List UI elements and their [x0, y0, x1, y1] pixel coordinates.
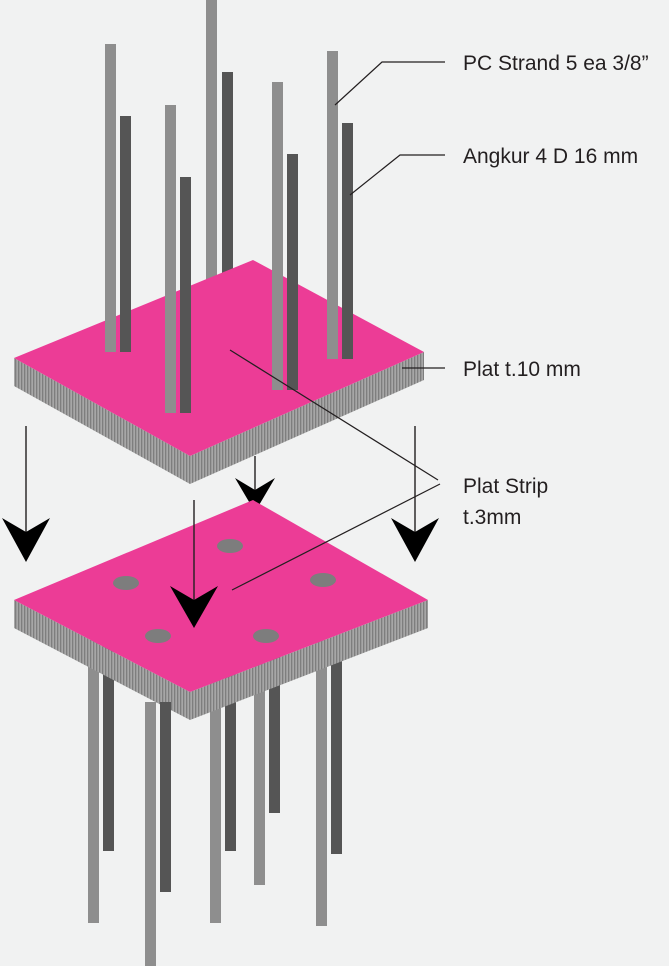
pc-strand-rod	[88, 640, 99, 923]
pc-strand-leader	[334, 61, 445, 106]
lower-plate-assembly	[14, 500, 428, 966]
angkur-rod	[180, 177, 191, 413]
plat-strip-label: Plat Strip	[463, 475, 548, 498]
pc-strand-rod	[316, 640, 327, 926]
angkur-rod	[331, 640, 342, 854]
plat-thick-label: Plat t.10 mm	[463, 358, 581, 381]
thick-plate-top	[14, 260, 424, 456]
strip-plate	[14, 500, 428, 720]
strip-plate-right-edge	[190, 600, 428, 720]
down-arrow-icon	[2, 426, 50, 562]
strip-plate-left-edge	[14, 600, 190, 720]
pc-strand-rod	[206, 0, 217, 308]
pc-strand-rod	[105, 44, 116, 352]
pc-strand-rod	[254, 640, 265, 885]
pc-strand-rod	[165, 105, 176, 413]
thick-plate-left-edge	[14, 358, 190, 484]
angkur-rod	[225, 640, 236, 851]
angkur-rod	[120, 116, 131, 352]
callout-lines	[229, 61, 445, 591]
pc-strand-rod	[272, 82, 283, 390]
plat-strip-thickness-label: t.3mm	[463, 506, 521, 529]
plat-strip-leader-upper	[229, 349, 439, 481]
plate-hole	[217, 539, 243, 553]
angkur-rod	[222, 72, 233, 308]
down-arrow-icon	[235, 456, 275, 512]
strip-plate-top	[14, 500, 428, 692]
angkur-rod	[287, 154, 298, 390]
thick-plate-right-edge	[190, 352, 424, 484]
callout-labels: PC Strand 5 ea 3/8” Angkur 4 D 16 mm Pla…	[463, 52, 649, 529]
angkur-rod	[103, 640, 114, 851]
pc-strand-rod	[145, 702, 156, 966]
pc-strand-rod	[210, 640, 221, 923]
pc-strand-rod	[327, 51, 338, 359]
pc-strand-label: PC Strand 5 ea 3/8”	[463, 52, 649, 75]
plate-hole	[145, 629, 171, 643]
angkur-rod	[269, 640, 280, 813]
angkur-leader	[349, 154, 445, 196]
down-arrow-icon	[170, 500, 218, 628]
lower-back-rods	[88, 640, 342, 926]
lower-front-rods	[145, 702, 171, 966]
plate-hole	[310, 573, 336, 587]
angkur-rod	[160, 702, 171, 892]
angkur-label: Angkur 4 D 16 mm	[463, 145, 638, 168]
upper-back-rods	[206, 0, 233, 308]
thick-plate	[14, 260, 424, 484]
plate-hole	[253, 629, 279, 643]
down-arrow-icon	[391, 426, 439, 562]
plat-strip-leader-lower	[231, 483, 441, 591]
angkur-rod	[342, 123, 353, 359]
plate-hole	[113, 576, 139, 590]
upper-plate-assembly	[14, 0, 424, 484]
down-arrows	[2, 426, 439, 562]
upper-front-rods	[105, 44, 353, 413]
